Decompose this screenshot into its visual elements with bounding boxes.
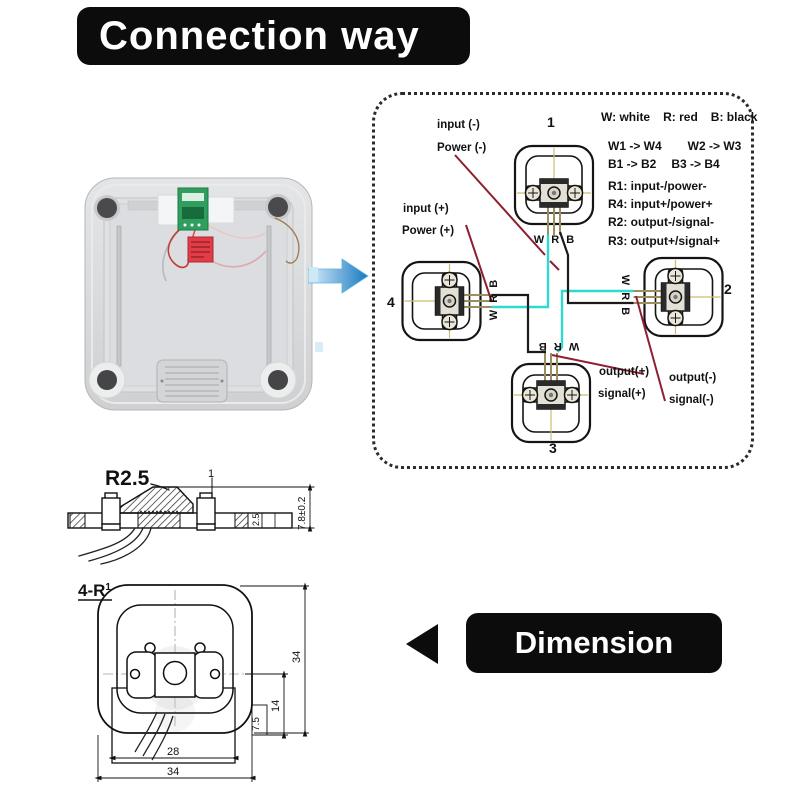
green-pcb	[177, 187, 209, 231]
leader-1-label: 1	[208, 468, 214, 480]
load-cell-1	[513, 144, 595, 237]
scale-photo	[84, 177, 313, 411]
legend-white: W: white	[601, 110, 651, 124]
cell-number-2: 2	[724, 281, 732, 297]
label-power-plus: Power (+)	[402, 225, 455, 237]
cell-number-4: 4	[387, 294, 395, 310]
scale-feet	[88, 194, 297, 399]
spring-dots	[140, 510, 178, 513]
label-output-plus: output(+)	[599, 366, 650, 378]
dim-28: 28	[167, 746, 179, 758]
sensor-bone	[126, 642, 224, 699]
blue-arrow-icon	[308, 258, 369, 294]
wrb-label-3: W R B	[536, 340, 580, 352]
left-rod	[116, 225, 122, 367]
left-arrow-icon	[406, 624, 438, 664]
label-output-minus: output(-)	[669, 372, 717, 384]
pocket-left	[157, 194, 179, 226]
cell-number-3: 3	[549, 440, 557, 456]
side-view-drawing: R2.5 1	[67, 467, 315, 565]
blue-artifact	[309, 267, 318, 282]
black-wires	[491, 231, 634, 354]
map-w2-w3: W2 -> W3	[687, 139, 742, 153]
corner-label-main: 4-R	[78, 581, 105, 600]
wrb-label-1: W R B	[533, 234, 577, 246]
load-cell-4	[401, 260, 493, 342]
label-signal-minus: signal(-)	[669, 394, 714, 406]
legend-r3: R3: output+/signal+	[608, 234, 721, 248]
corner-radius-label: 4-R1	[78, 581, 111, 600]
dim-34-bottom: 34	[167, 766, 179, 778]
dimension-drawings: R2.5 1	[67, 467, 315, 782]
battery-compartment	[156, 359, 228, 403]
cell-number-1: 1	[547, 114, 555, 130]
right-rod	[266, 225, 272, 367]
load-cell-3	[510, 351, 592, 444]
wiring-diagram-box: input (-) Power (-) input (+) Power (+) …	[372, 92, 757, 469]
wrb-label-4: W R B	[488, 277, 500, 321]
white-wires	[491, 235, 634, 353]
dim-34-right: 34	[291, 651, 303, 663]
load-cell-2	[632, 256, 724, 338]
legend-black: B: black	[710, 110, 758, 124]
legend-r2: R2: output-/signal-	[608, 215, 714, 229]
legend-w-mapping: W1 -> W4 W2 -> W3	[608, 139, 741, 153]
legend-r4: R4: input+/power+	[608, 197, 713, 211]
pocket-right	[207, 196, 235, 224]
legend-colors: W: white R: red B: black	[601, 110, 757, 124]
map-b3-b4: B3 -> B4	[671, 157, 720, 171]
legend-r1: R1: input-/power-	[608, 179, 707, 193]
dim-2-5: 2.5	[251, 513, 261, 526]
mount-bolts	[101, 492, 216, 531]
wiring-diagram	[401, 144, 724, 444]
legend-b-mapping: B1 -> B2 B3 -> B4	[608, 157, 720, 171]
map-b1-b2: B1 -> B2	[608, 157, 657, 171]
dim-7-5: 7.5	[251, 717, 262, 731]
connection-way-banner: Connection way	[77, 7, 470, 65]
dim-7-8: 7.8±0.2	[297, 496, 308, 530]
radius-label: R2.5	[105, 467, 150, 490]
scale-wires	[162, 217, 300, 282]
legend-red: R: red	[663, 110, 698, 124]
label-input-minus: input (-)	[437, 119, 480, 131]
map-w1-w4: W1 -> W4	[608, 139, 662, 153]
blue-artifact	[315, 342, 323, 352]
side-view-wires	[78, 527, 152, 565]
corner-label-sup: 1	[105, 582, 111, 593]
label-signal-plus: signal(+)	[598, 388, 646, 400]
dimension-banner: Dimension	[466, 613, 722, 673]
label-input-plus: input (+)	[403, 203, 449, 215]
label-power-minus: Power (-)	[437, 142, 487, 154]
plan-view-drawing: 4-R1	[78, 581, 309, 782]
wrb-label-2: W R B	[619, 274, 631, 318]
dim-14: 14	[270, 700, 282, 712]
red-leader-lines	[454, 154, 666, 402]
red-pcb	[187, 236, 214, 263]
